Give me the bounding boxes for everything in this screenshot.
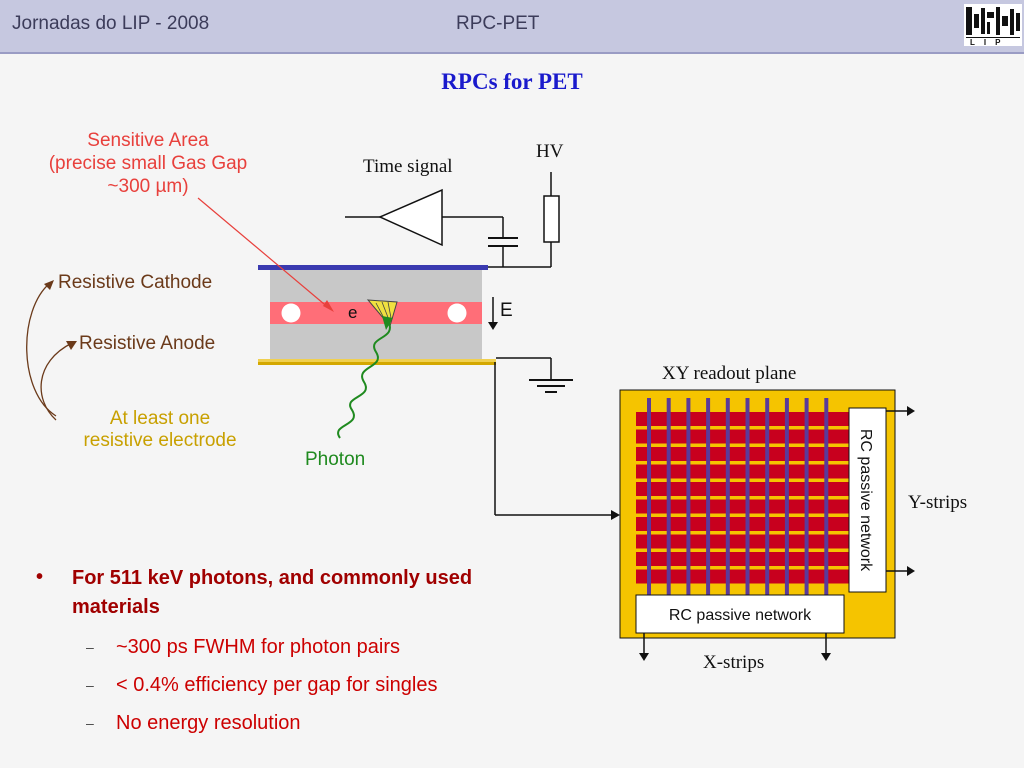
spacer-left: [281, 303, 301, 323]
dash-icon: –: [86, 715, 94, 731]
strip-grid: [636, 398, 849, 598]
anode-curve-arrow: [40, 342, 73, 421]
bullet-list: • For 511 keV photons, and commonly used…: [36, 564, 556, 742]
bullet-main: • For 511 keV photons, and commonly used…: [36, 564, 556, 622]
x-strip: [725, 398, 730, 598]
dash-icon: –: [86, 677, 94, 693]
sub-bullet-2: – < 0.4% efficiency per gap for singles: [36, 666, 556, 704]
x-strips-label: X-strips: [703, 652, 764, 673]
logo-text: LIP: [970, 38, 1009, 46]
sub-bullet-3: – No energy resolution: [36, 704, 556, 742]
photon-wave: [337, 320, 391, 439]
x-strip: [686, 398, 691, 598]
hv-label: HV: [536, 141, 564, 162]
lip-logo: LIP: [964, 4, 1022, 46]
sub-bullet-text: < 0.4% efficiency per gap for singles: [116, 674, 438, 696]
header-event-label: Jornadas do LIP - 2008: [12, 13, 210, 34]
x-strip: [745, 398, 750, 598]
x-strip: [804, 398, 809, 598]
header-divider: [0, 52, 1024, 54]
sensitive-area-line2: (precise small Gas Gap: [49, 153, 248, 174]
resistive-cathode-plate: [258, 265, 488, 270]
rc-horizontal-box: [635, 594, 845, 634]
sensitive-area-line3: ~300 µm): [107, 176, 188, 197]
header-bar: [0, 0, 1024, 52]
y-strips-label: Y-strips: [908, 492, 967, 513]
bullet-dot-icon: •: [36, 566, 44, 588]
x-strip: [706, 398, 711, 598]
spacer-right: [447, 303, 467, 323]
rc-vertical-box: [848, 407, 887, 593]
sub-bullet-text: No energy resolution: [116, 712, 301, 734]
amplifier-icon: [378, 188, 443, 247]
resistive-electrode-line1: At least one: [110, 408, 210, 429]
time-signal-label: Time signal: [363, 156, 453, 177]
photon-label: Photon: [305, 449, 365, 470]
sensitive-area-line1: Sensitive Area: [87, 130, 209, 151]
field-label: E: [500, 300, 513, 321]
x-strip: [666, 398, 671, 598]
electron-label: e: [348, 303, 357, 322]
x-strip: [784, 398, 789, 598]
slide-title: RPCs for PET: [441, 69, 583, 94]
resistive-anode-label: Resistive Anode: [79, 333, 215, 354]
x-strip: [765, 398, 770, 598]
sub-bullet-text: ~300 ps FWHM for photon pairs: [116, 636, 401, 658]
rc-horizontal-label: RC passive network: [669, 607, 812, 624]
resistive-electrode-line2: resistive electrode: [83, 430, 236, 451]
rc-vertical-label: RC passive network: [857, 429, 874, 572]
xy-plane-label: XY readout plane: [662, 363, 796, 384]
cathode-curve-arrow: [26, 282, 57, 417]
x-strip: [647, 398, 651, 598]
sensitive-gap: [270, 302, 482, 324]
sensitive-area-pointer: [197, 197, 331, 310]
resistor-icon: [543, 195, 560, 243]
x-strip: [824, 398, 829, 598]
sub-bullet-1: – ~300 ps FWHM for photon pairs: [36, 628, 556, 666]
dash-icon: –: [86, 639, 94, 655]
header-topic-label: RPC-PET: [456, 13, 540, 34]
resistive-cathode-label: Resistive Cathode: [58, 272, 212, 293]
bullet-main-text: For 511 keV photons, and commonly used m…: [72, 567, 473, 618]
